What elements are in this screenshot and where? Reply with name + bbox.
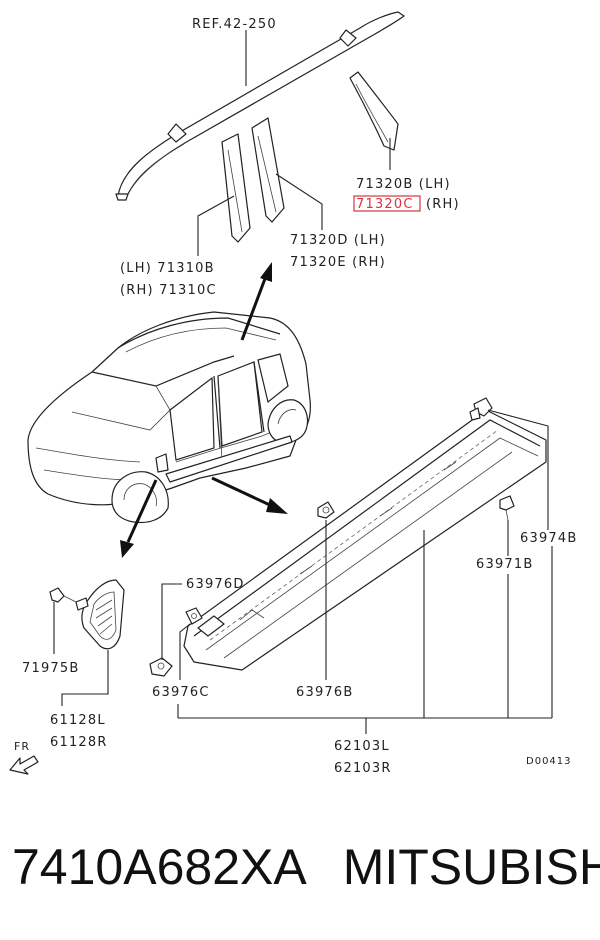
label-62103l: 62103L [334, 739, 390, 754]
bracket-62103l [177, 530, 553, 734]
c-pillar-garnish [349, 71, 399, 151]
screw-63971b [499, 495, 515, 521]
leader-71320d [275, 173, 323, 230]
label-ref-42-250: REF.42-250 [192, 17, 277, 32]
label-63976c: 63976C [152, 685, 210, 700]
arrow-to-fender [120, 479, 158, 558]
clip-63974b [469, 397, 493, 421]
front-direction-arrow [9, 755, 39, 775]
clip-63976b [317, 501, 335, 519]
clip-63976d [185, 607, 203, 625]
side-sill-garnish [183, 409, 547, 671]
label-71320d: 71320D (LH) [290, 233, 386, 248]
label-63974b: 63974B [520, 531, 577, 546]
label-63971b: 63971B [476, 557, 533, 572]
part-number: 7410A682XA [12, 839, 307, 895]
footer-caption: 7410A682XA MITSUBISHI [12, 838, 600, 908]
label-61128l: 61128L [50, 713, 106, 728]
arrow-to-pillar [240, 262, 272, 341]
clip-71975b [49, 587, 77, 603]
clip-63976c [149, 657, 173, 677]
brand-name: MITSUBISHI [342, 839, 600, 895]
highlight-box [353, 195, 421, 212]
label-71310b: (LH) 71310B [120, 261, 215, 276]
label-71310c: (RH) 71310C [120, 283, 217, 298]
label-fr: FR [14, 740, 30, 753]
fender-garnish [75, 579, 125, 650]
label-71320c-side: (RH) [426, 197, 460, 212]
label-71320c-highlighted: 71320C [356, 197, 414, 212]
leader-63976d [161, 583, 182, 660]
diagram-code: D00413 [526, 756, 572, 767]
arrow-to-sill [211, 476, 288, 514]
leader-61128l [61, 650, 109, 706]
leader-63974b [487, 409, 549, 530]
label-71320e: 71320E (RH) [290, 255, 386, 270]
label-63976b: 63976B [296, 685, 353, 700]
label-62103r: 62103R [334, 761, 392, 776]
label-71975b: 71975B [22, 661, 79, 676]
label-71320b: 71320B (LH) [356, 177, 451, 192]
label-61128r: 61128R [50, 735, 108, 750]
leader-63976c [179, 623, 191, 680]
leader-71310b [197, 195, 235, 256]
vehicle-outline [27, 311, 311, 524]
roof-rail [115, 11, 405, 201]
b-pillar-garnish [221, 117, 285, 243]
label-63976d: 63976D [186, 577, 245, 592]
